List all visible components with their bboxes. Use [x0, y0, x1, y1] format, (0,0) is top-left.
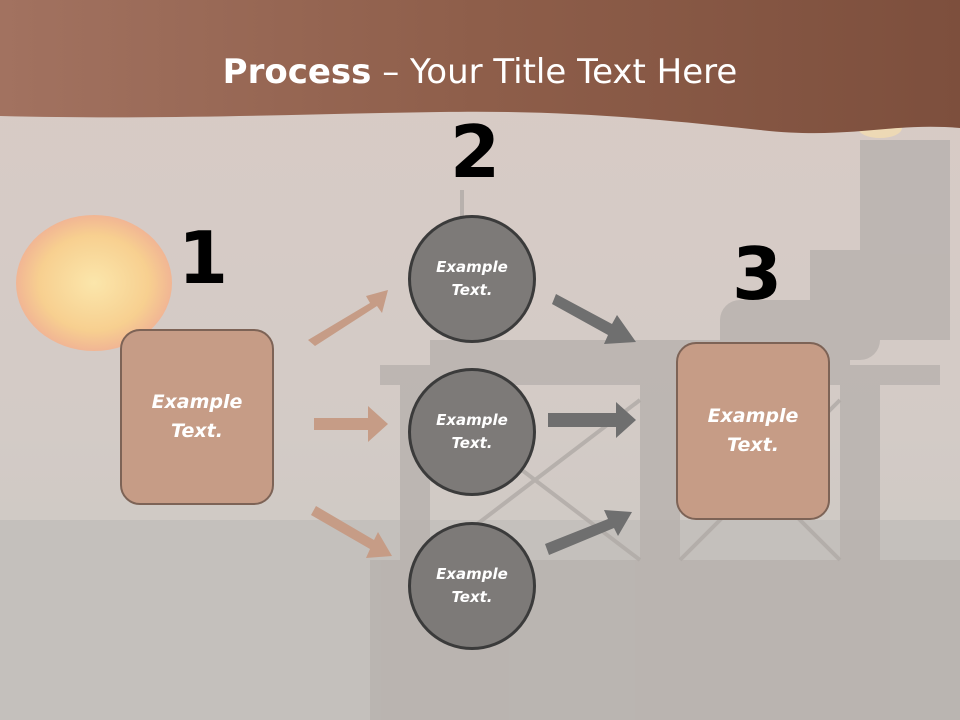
step-box-3-label: Example Text. — [707, 405, 799, 456]
circle-top-label: Example Text. — [436, 258, 508, 299]
arrow-right-mid — [548, 402, 636, 438]
title-dash: – — [371, 52, 411, 92]
arrow-right-down — [545, 510, 632, 555]
step-number-2: 2 — [450, 110, 501, 194]
step-box-3: Example Text. — [676, 342, 830, 520]
circle-top: Example Text. — [408, 215, 536, 343]
circle-middle-label: Example Text. — [436, 411, 508, 452]
title-rest: Your Title Text Here — [410, 52, 738, 92]
step-number-1: 1 — [178, 216, 229, 300]
step-box-1: Example Text. — [120, 329, 274, 505]
step-box-1-label: Example Text. — [151, 391, 243, 442]
slide-title: Process – Your Title Text Here — [0, 52, 960, 92]
arrow-left-up — [308, 290, 388, 346]
arrow-left-down — [311, 506, 392, 558]
arrow-left-mid — [314, 406, 388, 442]
circle-bottom: Example Text. — [408, 522, 536, 650]
step-number-3: 3 — [732, 232, 783, 316]
title-bold: Process — [222, 52, 372, 92]
arrow-right-up — [552, 294, 636, 344]
circle-middle: Example Text. — [408, 368, 536, 496]
circle-bottom-label: Example Text. — [436, 565, 508, 606]
